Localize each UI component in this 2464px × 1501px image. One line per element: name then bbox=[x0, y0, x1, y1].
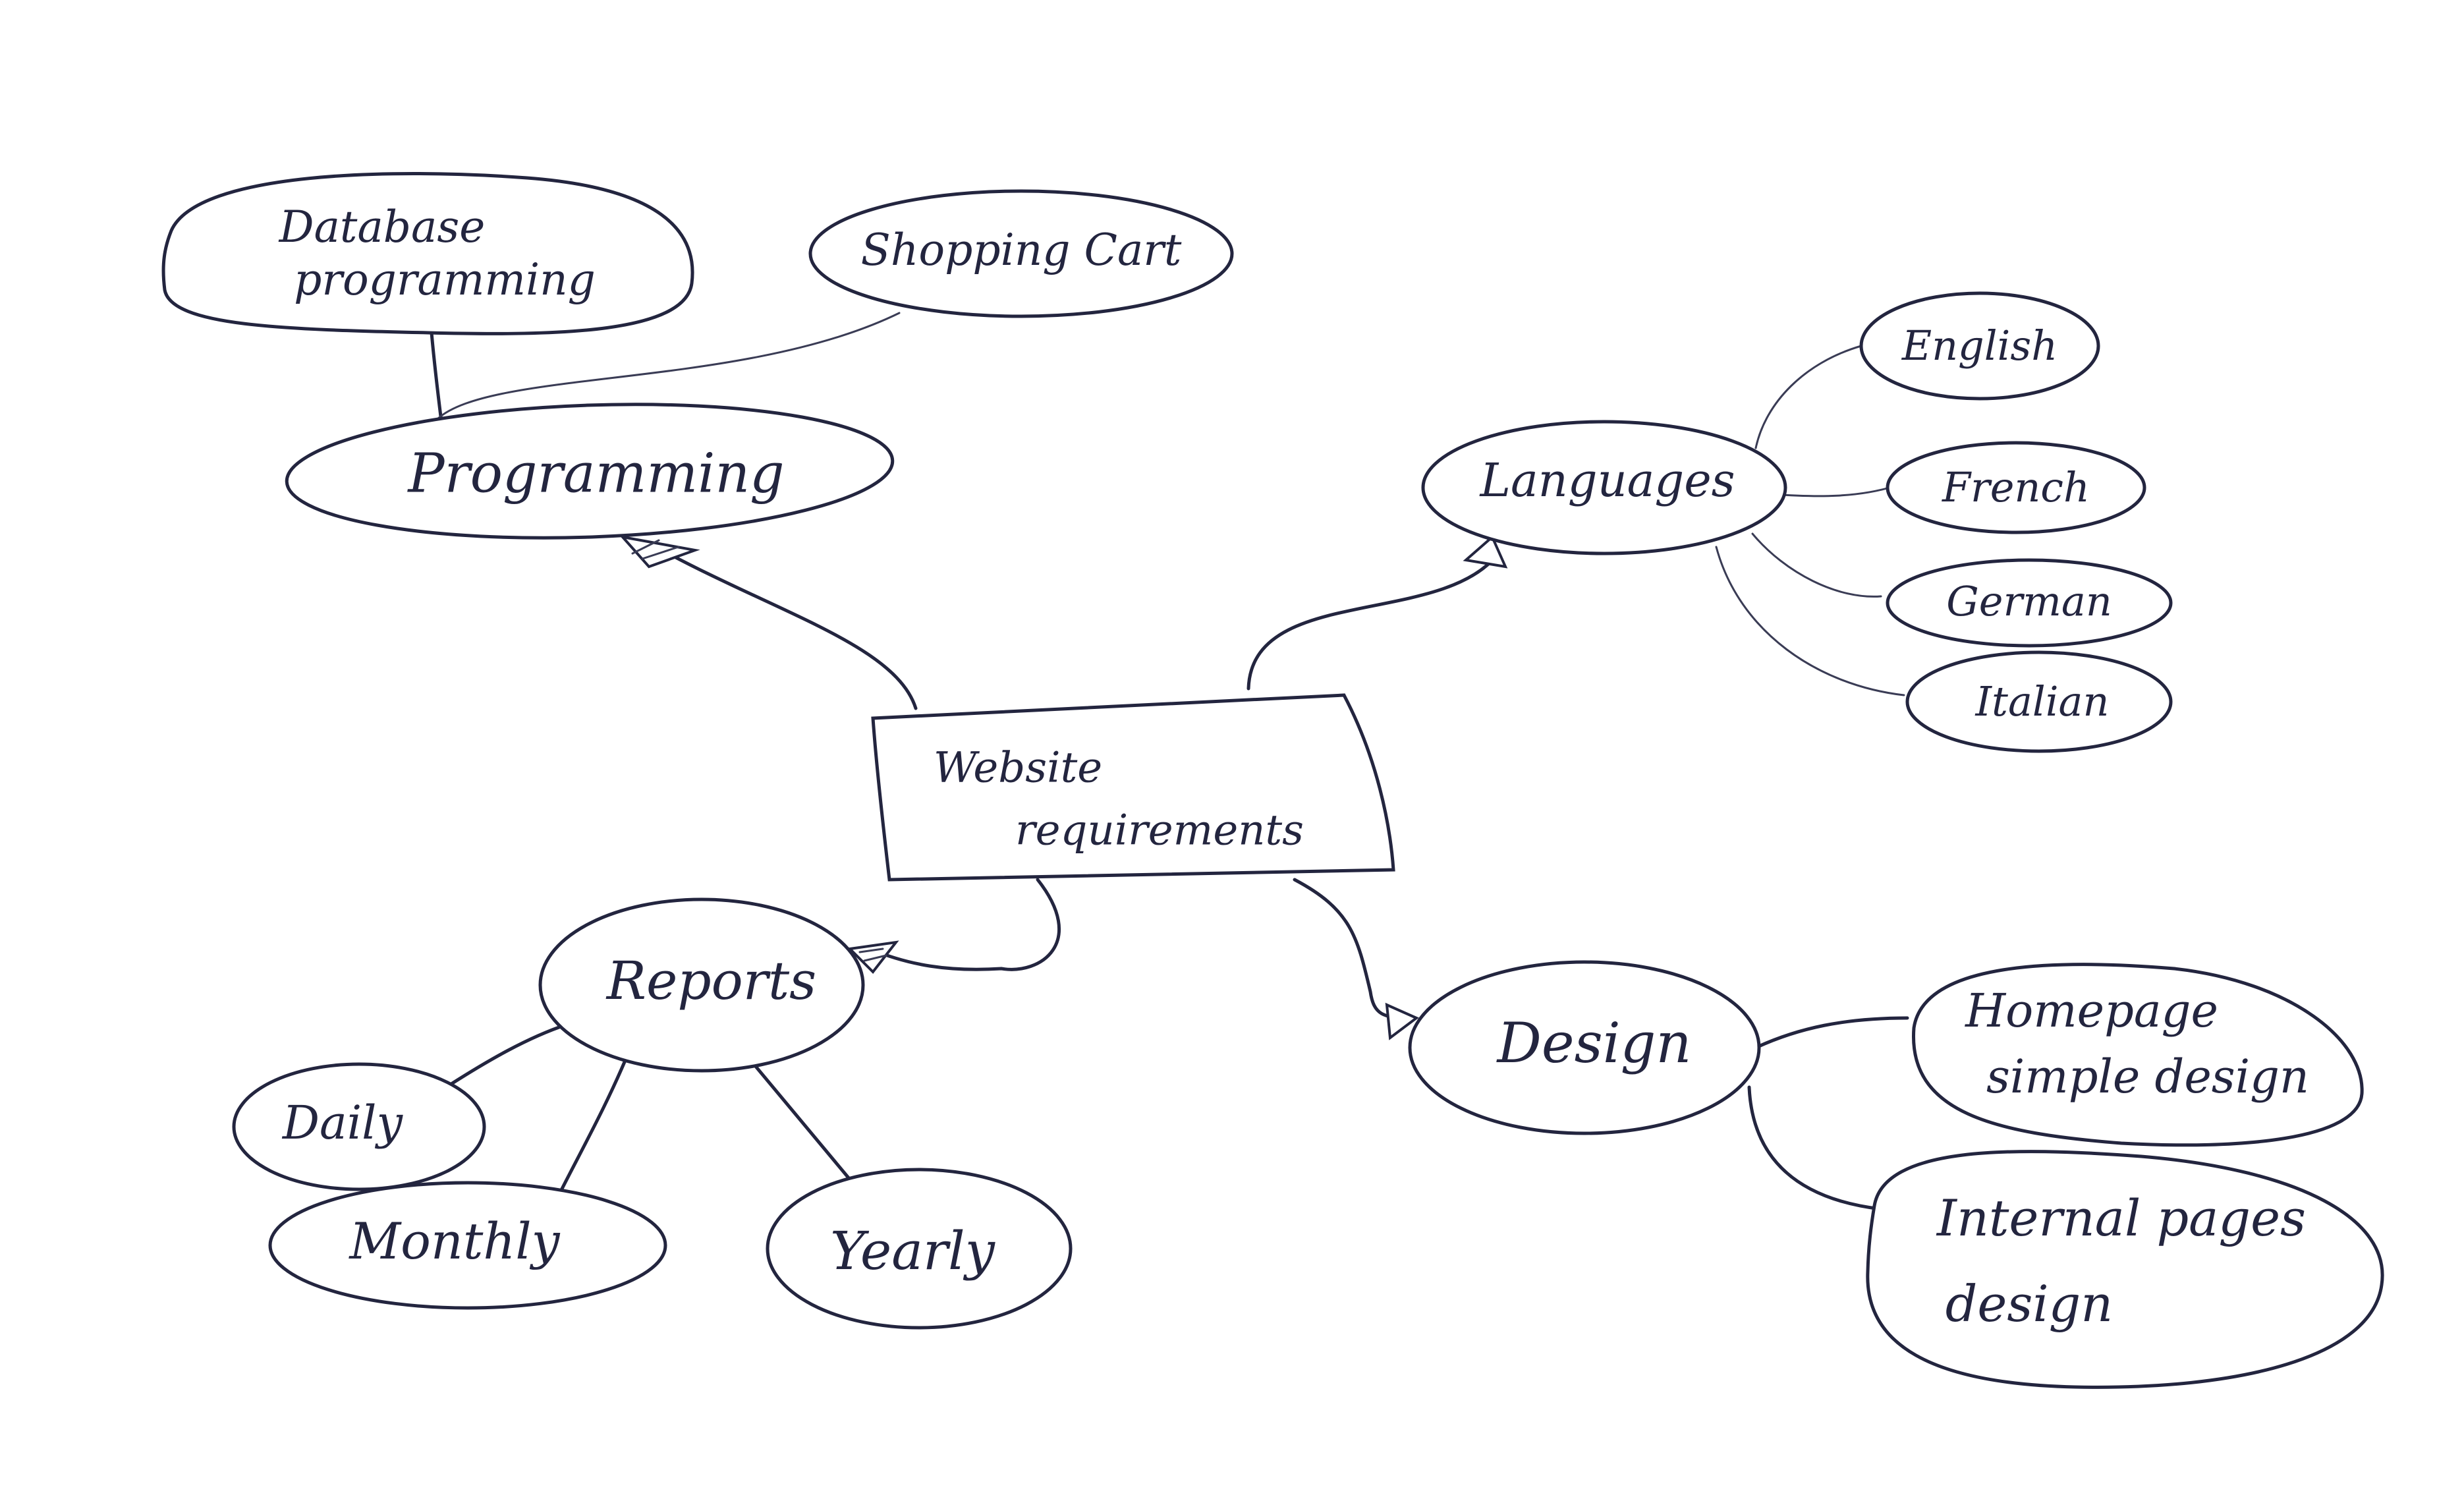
node-monthly[interactable]: Monthly bbox=[268, 1181, 667, 1310]
node-reports-label: Reports bbox=[605, 950, 816, 1011]
central-label-line-2: requirements bbox=[1015, 807, 1304, 855]
node-yearly[interactable]: Yearly bbox=[766, 1168, 1073, 1330]
connector-central-programming bbox=[660, 548, 918, 710]
node-languages-label: Languages bbox=[1478, 453, 1735, 507]
node-shopping-cart[interactable]: Shopping Cart bbox=[808, 189, 1234, 318]
node-internal-pages[interactable]: Internal pages design bbox=[1866, 1150, 2384, 1389]
node-french[interactable]: French bbox=[1886, 441, 2146, 534]
node-english[interactable]: English bbox=[1859, 291, 2100, 401]
node-italian-label: Italian bbox=[1975, 677, 2110, 725]
connector-reports-monthly bbox=[555, 1049, 631, 1201]
node-german-label: German bbox=[1946, 577, 2112, 625]
connector-reports-daily bbox=[449, 1023, 569, 1086]
node-programming[interactable]: Programming bbox=[285, 395, 895, 548]
node-internal-label-line-2: design bbox=[1946, 1274, 2114, 1333]
connector-central-reports bbox=[868, 878, 1061, 971]
node-daily-label: Daily bbox=[281, 1096, 404, 1150]
connector-languages-english bbox=[1754, 345, 1862, 449]
central-node-box bbox=[871, 693, 1395, 882]
node-database-programming[interactable]: Database programming bbox=[161, 172, 694, 335]
node-homepage[interactable]: Homepage simple design bbox=[1912, 963, 2364, 1147]
connector-reports-yearly bbox=[749, 1059, 852, 1181]
connector-programming-shopping-cart bbox=[437, 312, 901, 420]
node-homepage-label-line-2: simple design bbox=[1986, 1050, 2309, 1104]
connector-languages-german bbox=[1751, 532, 1882, 598]
node-reports[interactable]: Reports bbox=[538, 897, 865, 1073]
node-database-label-line-1: Database bbox=[279, 202, 486, 252]
connector-central-design bbox=[1293, 878, 1412, 1020]
connector-languages-italian bbox=[1715, 546, 1905, 696]
connector-design-homepage bbox=[1754, 1016, 1909, 1050]
arrow-head-design bbox=[1385, 1002, 1419, 1040]
node-daily[interactable]: Daily bbox=[232, 1062, 486, 1191]
node-english-label: English bbox=[1901, 322, 2058, 370]
node-design[interactable]: Design bbox=[1408, 960, 1761, 1135]
central-node[interactable]: Website requirements bbox=[871, 693, 1395, 882]
connector-design-internal bbox=[1747, 1085, 1883, 1211]
node-yearly-label: Yearly bbox=[830, 1220, 996, 1282]
connector-central-languages bbox=[1246, 555, 1498, 691]
node-homepage-label-line-1: Homepage bbox=[1964, 984, 2218, 1038]
arrow-heads bbox=[619, 534, 1508, 1040]
central-label-line-1: Website bbox=[934, 744, 1102, 793]
node-design-label: Design bbox=[1496, 1011, 1692, 1075]
node-monthly-label: Monthly bbox=[348, 1212, 560, 1270]
connector-programming-database bbox=[430, 331, 443, 424]
node-languages[interactable]: Languages bbox=[1421, 420, 1787, 555]
node-programming-label: Programming bbox=[406, 443, 784, 505]
arrow-head-reports bbox=[847, 940, 899, 975]
arrow-head-languages bbox=[1463, 534, 1508, 569]
node-italian[interactable]: Italian bbox=[1905, 650, 2173, 753]
node-french-label: French bbox=[1942, 463, 2090, 511]
node-internal-label-line-1: Internal pages bbox=[1936, 1189, 2306, 1247]
node-shopping-cart-label: Shopping Cart bbox=[861, 225, 1182, 275]
node-database-label-line-2: programming bbox=[294, 254, 596, 305]
connector-languages-french bbox=[1771, 485, 1895, 497]
node-german[interactable]: German bbox=[1886, 558, 2173, 648]
